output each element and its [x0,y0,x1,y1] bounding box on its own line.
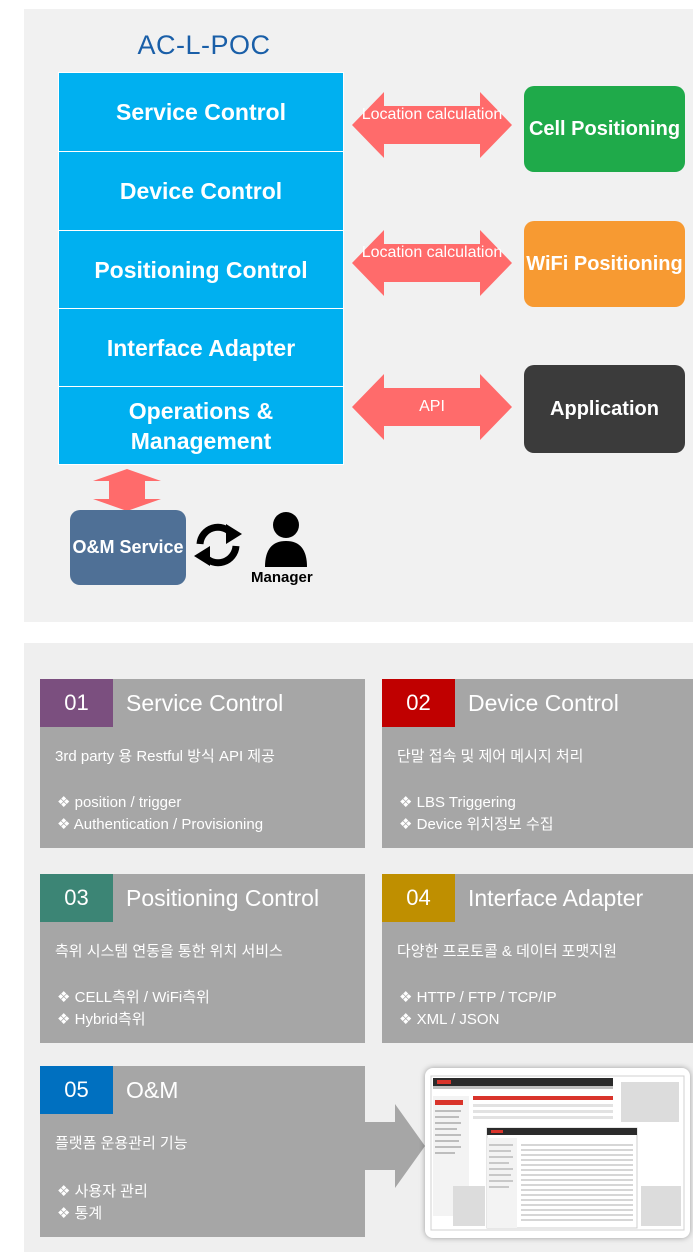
module-title: O&M [126,1076,179,1103]
module-bullet: ❖ XML / JSON [399,1011,500,1028]
module-description: 플랫폼 운용관리 기능 [55,1135,188,1152]
module-card-02: 02 Device Control 단말 접속 및 제어 메시지 처리 ❖ LB… [382,679,693,848]
layer-interface-adapter: Interface Adapter [59,309,343,387]
vertical-double-arrow [93,469,161,511]
manager-label: Manager [251,569,313,586]
module-bullet: ❖ Hybrid측위 [57,1011,146,1028]
layer-device-control: Device Control [59,152,343,231]
module-bullet: ❖ LBS Triggering [399,794,516,811]
module-description: 측위 시스템 연동을 통한 위치 서비스 [55,943,283,960]
module-bullet: ❖ Device 위치정보 수집 [399,816,554,833]
module-bullet: ❖ HTTP / FTP / TCP/IP [399,989,557,1006]
module-title: Positioning Control [126,884,320,911]
module-card-01: 01 Service Control 3rd party 용 Restful 방… [40,679,365,848]
module-description: 다양한 프로토콜 & 데이터 포맷지원 [397,943,617,960]
module-title: Device Control [468,689,619,716]
module-card-03: 03 Positioning Control 측위 시스템 연동을 통한 위치 … [40,874,365,1043]
module-title: Service Control [126,689,284,716]
layer-service-control: Service Control [59,73,343,152]
arrow-label: Location calculation [361,106,503,123]
module-card-05: 05 O&M 플랫폼 운용관리 기능 ❖ 사용자 관리 ❖ 통계 [40,1066,365,1237]
module-bullet: ❖ position / trigger [57,794,182,811]
cell-positioning-box: Cell Positioning [524,86,685,172]
module-bullet: ❖ Authentication / Provisioning [57,816,264,833]
module-card-04: 04 Interface Adapter 다양한 프로토콜 & 데이터 포맷지원… [382,874,693,1043]
person-icon [263,511,309,567]
wifi-positioning-box: WiFi Positioning [524,221,685,307]
om-service-box: O&M Service [70,510,186,585]
location-calculation-arrow: Location calculation [352,92,512,158]
arrow-label: API [419,398,445,415]
right-arrow [365,1104,425,1188]
layer-operations-management: Operations & Management [59,387,343,464]
location-calculation-arrow: Location calculation [352,230,512,296]
api-arrow: API [352,374,512,440]
module-bullet: ❖ CELL측위 / WiFi측위 [57,989,210,1006]
architecture-title: AC-L-POC [137,30,271,60]
module-bullet: ❖ 통계 [57,1205,103,1222]
arrow-label: Location calculation [361,244,503,261]
sync-icon [192,522,244,568]
module-number: 02 [382,679,455,727]
module-description: 3rd party 용 Restful 방식 API 제공 [55,748,275,765]
application-box: Application [524,365,685,453]
module-number: 03 [40,874,113,922]
module-description: 단말 접속 및 제어 메시지 처리 [397,748,584,765]
om-console-screenshot [425,1068,690,1238]
module-number: 05 [40,1066,113,1114]
module-bullet: ❖ 사용자 관리 [57,1183,148,1200]
module-title: Interface Adapter [468,884,644,911]
module-number: 01 [40,679,113,727]
layer-positioning-control: Positioning Control [59,231,343,309]
module-number: 04 [382,874,455,922]
ac-l-poc-stack: Service Control Device Control Positioni… [58,72,344,465]
